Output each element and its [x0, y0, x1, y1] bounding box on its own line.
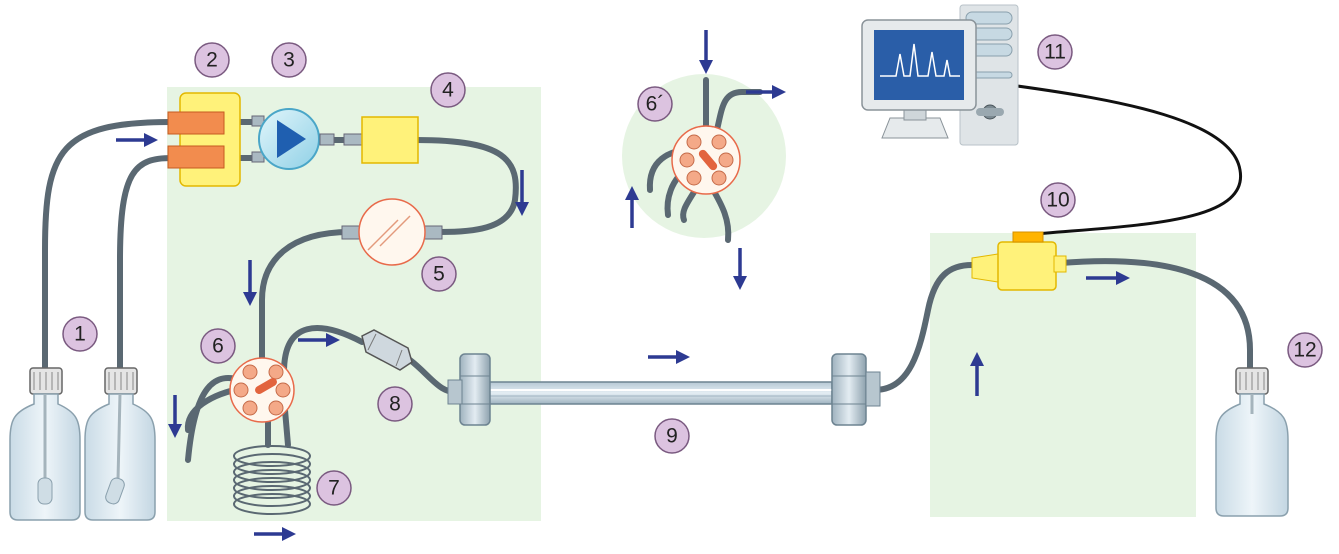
- guard-filter: [361, 329, 413, 371]
- flow-arrow: [746, 85, 786, 99]
- flow-arrows: [116, 30, 1130, 541]
- label-5-text: 5: [433, 263, 445, 286]
- label-8-text: 8: [389, 393, 401, 416]
- computer-icon: [861, 4, 1019, 146]
- solvent-bottle-2: [84, 367, 156, 521]
- label-9: 9: [654, 418, 690, 454]
- label-7-text: 7: [328, 477, 340, 500]
- valve-detail: [646, 77, 763, 243]
- flow-arrow: [970, 352, 984, 396]
- flow-arrow: [699, 30, 713, 74]
- inline-filter: [341, 198, 443, 266]
- label-4-text: 4: [442, 79, 454, 102]
- label-11-text: 11: [1044, 41, 1066, 64]
- flow-arrow: [648, 350, 690, 364]
- degasser: [167, 92, 241, 187]
- solvent-bottle-1: [9, 367, 81, 521]
- label-10: 10: [1040, 182, 1076, 218]
- flow-arrow: [254, 527, 296, 541]
- flow-arrow: [298, 333, 340, 347]
- label-1-text: 1: [74, 323, 86, 346]
- label-6-prime: 6´: [637, 86, 673, 122]
- flow-arrow: [243, 260, 257, 306]
- label-11: 11: [1037, 34, 1073, 70]
- pump-icon: [251, 108, 335, 170]
- label-1: 1: [62, 316, 98, 352]
- label-6-prime-text: 6´: [646, 93, 665, 116]
- flow-arrow: [515, 170, 529, 216]
- label-10-text: 10: [1046, 189, 1069, 212]
- waste-bottle: [1215, 367, 1289, 517]
- label-5: 5: [421, 256, 457, 292]
- flow-arrow: [1086, 271, 1130, 285]
- label-4: 4: [430, 72, 466, 108]
- mixer: [343, 116, 419, 164]
- column-icon: [447, 353, 881, 426]
- label-2-text: 2: [206, 49, 218, 72]
- label-8: 8: [377, 386, 413, 422]
- flow-arrow: [116, 133, 158, 147]
- label-9-text: 9: [666, 425, 678, 448]
- label-12-text: 12: [1293, 339, 1316, 362]
- label-3: 3: [271, 42, 307, 78]
- flow-arrow: [168, 395, 182, 438]
- label-12: 12: [1287, 332, 1323, 368]
- flow-arrow: [625, 186, 639, 228]
- label-7: 7: [316, 470, 352, 506]
- injection-valve-icon: [229, 357, 295, 423]
- sample-loop: [233, 445, 311, 515]
- label-6: 6: [200, 328, 236, 364]
- detector-panel: [930, 233, 1196, 517]
- label-2: 2: [194, 42, 230, 78]
- label-3-text: 3: [283, 49, 295, 72]
- detector-icon: [971, 231, 1067, 291]
- label-6-text: 6: [212, 335, 224, 358]
- flow-arrow: [733, 248, 747, 290]
